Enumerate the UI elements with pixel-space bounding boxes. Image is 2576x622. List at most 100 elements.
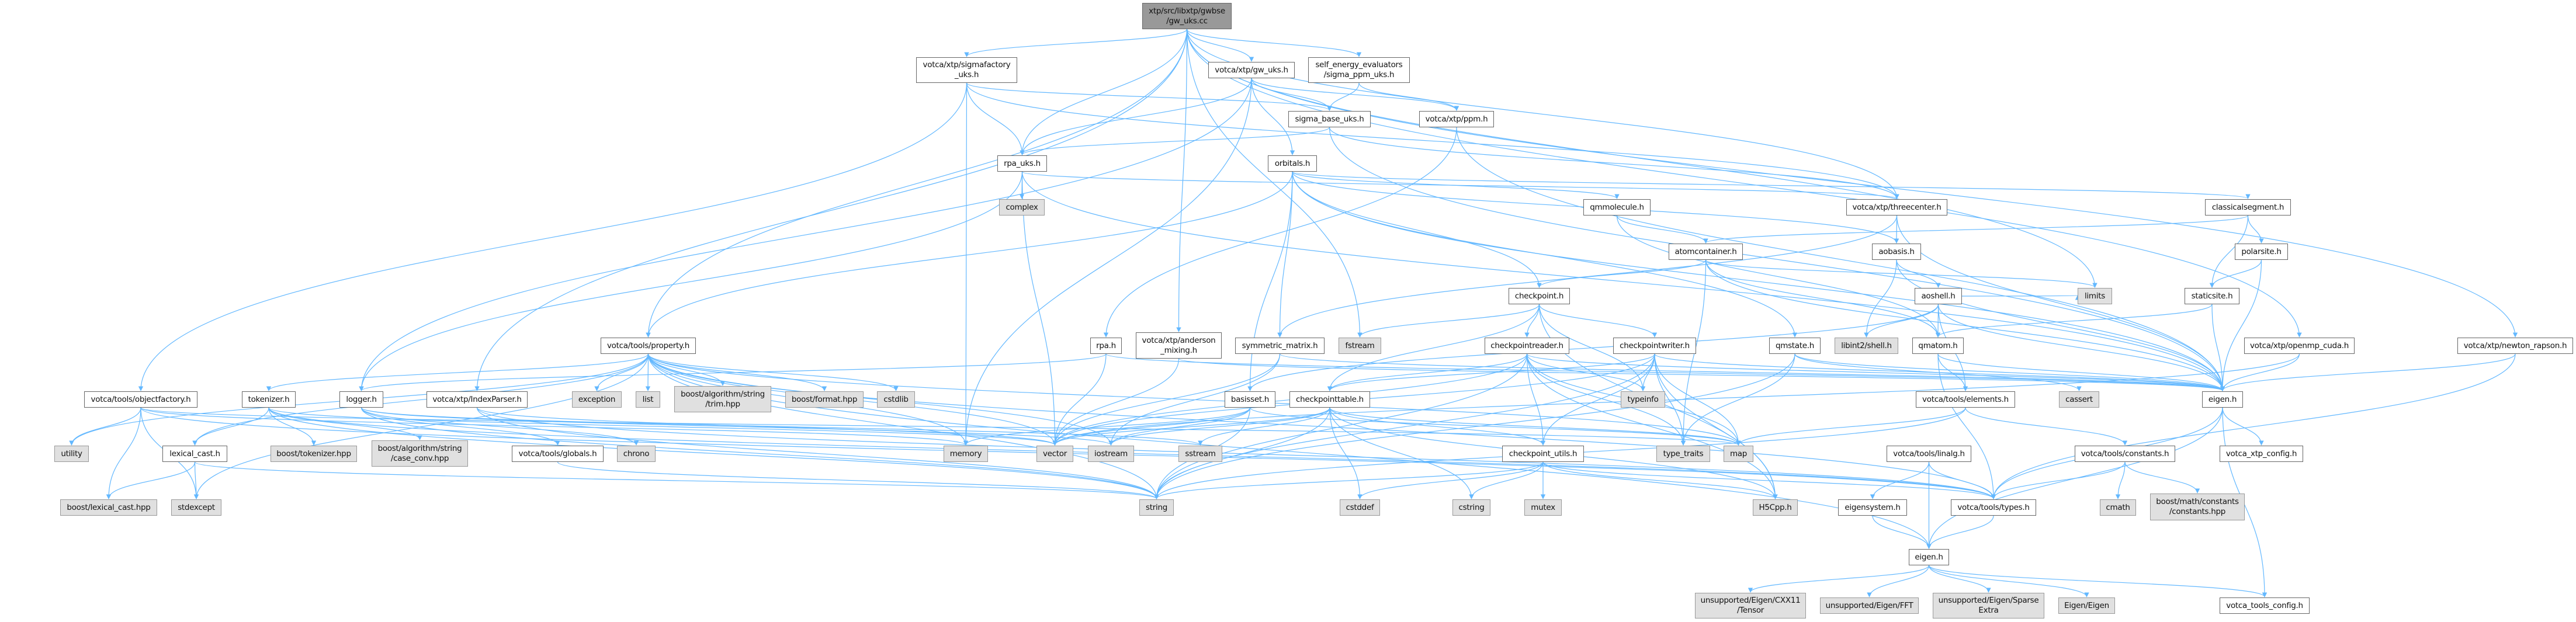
edge-staticsite-to-qmatom xyxy=(1935,304,2213,338)
graph-node-xtp-eigen[interactable]: eigen.h xyxy=(2202,391,2243,408)
graph-node-libint2: libint2/shell.h xyxy=(1835,338,1898,354)
edge-constants-to-types xyxy=(1991,461,2126,499)
graph-node-qmmolecule[interactable]: qmmolecule.h xyxy=(1583,199,1651,216)
graph-node-xtp-config[interactable]: votca_xtp_config.h xyxy=(2220,446,2303,462)
graph-node-indexparser[interactable]: votca/xtp/IndexParser.h xyxy=(427,391,528,408)
edge-logger-to-globals xyxy=(360,407,560,446)
edge-atomcontainer-to-checkpoint xyxy=(1537,259,1707,288)
graph-node-basisset[interactable]: basisset.h xyxy=(1225,391,1275,408)
graph-node-sigma-base[interactable]: sigma_base_uks.h xyxy=(1288,111,1371,127)
edge-self_energy-to-ppm xyxy=(1358,82,1459,111)
graph-node-linalg[interactable]: votca/tools/linalg.h xyxy=(1887,446,1971,462)
graph-node-threecenter[interactable]: votca/xtp/threecenter.h xyxy=(1846,199,1947,216)
edge-orbitals-to-symmetric_matrix xyxy=(1277,171,1293,338)
graph-node-openmp[interactable]: votca/xtp/openmp_cuda.h xyxy=(2244,338,2355,354)
graph-node-types[interactable]: votca/tools/types.h xyxy=(1951,499,2036,516)
graph-node-checkpoint-utils[interactable]: checkpoint_utils.h xyxy=(1502,446,1584,462)
edge-eigensystem-to-tools_eigen xyxy=(1872,515,1932,549)
edge-basisset-to-memory xyxy=(963,407,1251,446)
edge-gw_uks_h-to-sigma_base xyxy=(1251,78,1332,111)
graph-node-lexical-cast[interactable]: lexical_cast.h xyxy=(162,446,227,462)
graph-node-objectfactory[interactable]: votca/tools/objectfactory.h xyxy=(84,391,197,408)
graph-node-mutex: mutex xyxy=(1524,499,1562,516)
edge-checkpoint_utils-to-h5cpp xyxy=(1542,461,1778,499)
graph-node-tokenizer[interactable]: tokenizer.h xyxy=(242,391,296,408)
edge-orbitals-to-checkpoint xyxy=(1292,171,1542,288)
graph-node-cstddef: cstddef xyxy=(1340,499,1380,516)
graph-node-ppm[interactable]: votca/xtp/ppm.h xyxy=(1419,111,1494,127)
graph-node-limits: limits xyxy=(2078,288,2112,304)
graph-node-boost-math: boost/math/constants /constants.hpp xyxy=(2150,494,2245,520)
edge-qmstate-to-string xyxy=(1154,353,1795,499)
graph-node-property[interactable]: votca/tools/property.h xyxy=(601,338,696,354)
graph-node-root[interactable]: xtp/src/libxtp/gwbse /gw_uks.cc xyxy=(1142,3,1232,29)
edge-linalg-to-eigensystem xyxy=(1870,461,1930,499)
edge-tokenizer-to-vector xyxy=(268,407,1058,446)
graph-node-checkpointtable[interactable]: checkpointtable.h xyxy=(1289,391,1370,408)
graph-node-tools-config[interactable]: votca_tools_config.h xyxy=(2220,597,2310,614)
graph-node-newton[interactable]: votca/xtp/newton_rapson.h xyxy=(2457,338,2573,354)
graph-node-tools-eigen[interactable]: eigen.h xyxy=(1909,549,1949,565)
edge-gw_uks_h-to-ppm xyxy=(1251,78,1459,111)
edge-ppm-to-rpa xyxy=(1103,127,1457,338)
edge-root-to-self_energy xyxy=(1186,29,1362,57)
edge-checkpointreader-to-typeinfo xyxy=(1526,353,1646,391)
graph-node-sstream: sstream xyxy=(1178,446,1222,462)
graph-node-constants[interactable]: votca/tools/constants.h xyxy=(2075,446,2175,462)
edge-property-to-types xyxy=(647,353,1996,499)
graph-node-chrono: chrono xyxy=(617,446,656,462)
graph-node-atomcontainer[interactable]: atomcontainer.h xyxy=(1669,244,1743,260)
graph-node-elements[interactable]: votca/tools/elements.h xyxy=(1916,391,2015,408)
edge-checkpointtable-to-cstddef xyxy=(1329,407,1362,499)
edge-root-to-property xyxy=(646,29,1188,338)
edge-sigmafactory-to-sigma_base xyxy=(966,82,1332,111)
graph-node-cstdlib: cstdlib xyxy=(877,391,915,408)
graph-node-rpa-uks[interactable]: rpa_uks.h xyxy=(997,155,1047,172)
graph-node-classicalsegment[interactable]: classicalsegment.h xyxy=(2205,199,2291,216)
graph-node-checkpointreader[interactable]: checkpointreader.h xyxy=(1485,338,1569,354)
graph-node-symmetric-matrix[interactable]: symmetric_matrix.h xyxy=(1235,338,1325,354)
graph-node-sigmafactory[interactable]: votca/xtp/sigmafactory _uks.h xyxy=(916,57,1017,83)
edge-basisset-to-map xyxy=(1249,407,1741,446)
graph-node-self-energy[interactable]: self_energy_evaluators /sigma_ppm_uks.h xyxy=(1308,57,1410,83)
edge-sigmafactory-to-memory xyxy=(963,82,969,446)
graph-node-gw-uks-h[interactable]: votca/xtp/gw_uks.h xyxy=(1208,62,1295,78)
graph-node-string: string xyxy=(1139,499,1174,516)
graph-node-cmath: cmath xyxy=(2100,499,2136,516)
graph-node-qmstate[interactable]: qmstate.h xyxy=(1769,338,1821,354)
graph-node-orbitals[interactable]: orbitals.h xyxy=(1268,155,1317,172)
graph-node-logger[interactable]: logger.h xyxy=(339,391,383,408)
edge-qmatom-to-elements xyxy=(1937,353,1968,391)
edge-checkpointwriter-to-map xyxy=(1654,353,1741,446)
edge-checkpointreader-to-xtp_eigen xyxy=(1526,353,2225,391)
edge-polarsite-to-staticsite xyxy=(2209,259,2262,288)
edge-objectfactory-to-memory xyxy=(140,407,968,446)
graph-node-rpa[interactable]: rpa.h xyxy=(1090,338,1122,354)
edge-qmmolecule-to-qmatom xyxy=(1616,215,1941,338)
graph-node-aobasis[interactable]: aobasis.h xyxy=(1872,244,1921,260)
graph-node-eigensystem[interactable]: eigensystem.h xyxy=(1838,499,1907,516)
graph-node-staticsite[interactable]: staticsite.h xyxy=(2185,288,2239,304)
graph-node-checkpointwriter[interactable]: checkpointwriter.h xyxy=(1613,338,1696,354)
edge-property-to-lexical_cast xyxy=(192,353,649,446)
edge-checkpoint-to-fstream xyxy=(1357,304,1540,338)
graph-node-format: boost/format.hpp xyxy=(785,391,864,408)
edge-sigmafactory-to-rpa_uks xyxy=(966,82,1025,155)
edge-logger-to-chrono xyxy=(360,407,639,446)
graph-node-qmatom[interactable]: qmatom.h xyxy=(1912,338,1964,354)
graph-node-globals[interactable]: votca/tools/globals.h xyxy=(512,446,604,462)
graph-node-checkpoint[interactable]: checkpoint.h xyxy=(1509,288,1570,304)
graph-node-cassert: cassert xyxy=(2059,391,2099,408)
graph-node-polarsite[interactable]: polarsite.h xyxy=(2235,244,2288,260)
graph-node-trim: boost/algorithm/string /trim.hpp xyxy=(674,386,771,412)
edge-orbitals-to-qmmolecule xyxy=(1292,171,1620,199)
edge-qmatom-to-xtp_eigen xyxy=(1937,353,2225,391)
edge-property-to-map xyxy=(647,353,1741,446)
graph-node-anderson[interactable]: votca/xtp/anderson _mixing.h xyxy=(1136,332,1222,359)
edge-qmstate-to-cassert xyxy=(1794,353,2082,391)
edge-root-to-fstream xyxy=(1186,29,1362,338)
edge-gw_uks_h-to-orbitals xyxy=(1251,78,1295,155)
graph-node-stdexcept: stdexcept xyxy=(171,499,221,516)
graph-node-aoshell[interactable]: aoshell.h xyxy=(1915,288,1962,304)
